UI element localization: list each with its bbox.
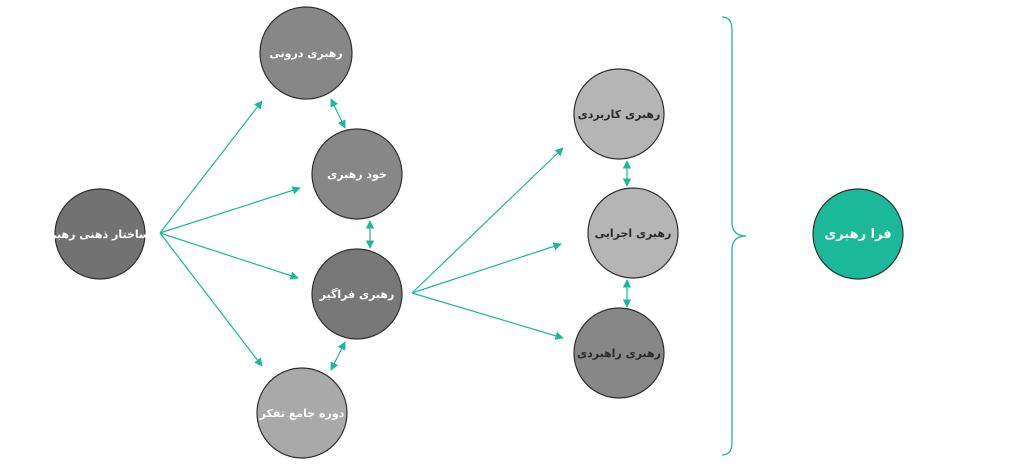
node-inner-label: رهبری درونی [269,47,342,60]
node-thinking-circle [256,367,348,459]
node-meta-label: فرا رهبری [824,227,891,242]
node-thinking-label: دوره جامع تفکر [259,407,345,420]
node-executive-label: رهبری اجرایی [595,227,672,240]
arrow-comprehensive-to-executive [411,242,562,294]
node-executive-circle [587,187,679,279]
node-thinking: دوره جامع تفکر [256,367,348,459]
node-self-circle [311,128,403,220]
root-connectors [159,100,301,367]
node-root-label: ساختار ذهنی رهبر [49,228,150,241]
arrow-root-to-inner [159,100,263,234]
grouping-brace [721,16,747,456]
node-comprehensive: رهبری فراگیر [311,248,403,340]
node-applied-label: رهبری کاربردی [578,108,661,121]
node-meta-circle [812,188,904,280]
node-executive: رهبری اجرایی [587,187,679,279]
node-strategic-circle [573,307,665,399]
node-meta: فرا رهبری [812,188,904,280]
node-self: خود رهبری [311,128,403,220]
node-inner: رهبری درونی [259,6,353,100]
node-comprehensive-label: رهبری فراگیر [319,288,395,301]
node-root-circle [54,188,146,280]
arrow-comprehensive-to-strategic [411,292,564,340]
node-strategic: رهبری راهبردی [573,307,665,399]
arrow-comprehensive-to-applied [411,147,564,294]
node-applied: رهبری کاربردی [573,68,665,160]
node-self-label: خود رهبری [327,168,387,181]
node-applied-circle [573,68,665,160]
arrow-root-to-thinking [159,232,263,367]
bidirectional-connectors [330,98,632,371]
node-root: ساختار ذهنی رهبر [49,188,150,280]
node-comprehensive-circle [311,248,403,340]
arrow-root-to-self [159,186,301,234]
arrow-root-to-comprehensive [159,232,299,280]
comprehensive-connectors [411,147,564,340]
node-strategic-label: رهبری راهبردی [577,347,661,360]
node-inner-circle [259,6,353,100]
arrow-inner-self [330,98,346,129]
arrow-comprehensive-thinking [330,341,346,371]
